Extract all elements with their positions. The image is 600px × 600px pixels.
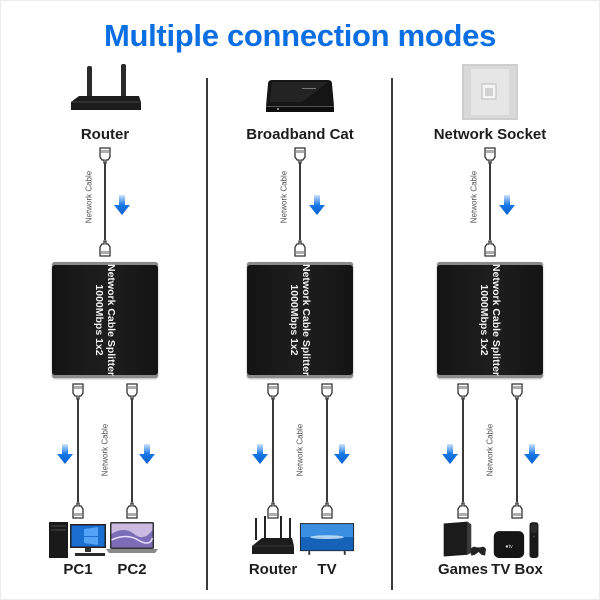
cable-label: Network Cable	[279, 170, 289, 224]
splitter-label-line2: 1000Mbps 1x2	[93, 284, 105, 356]
network-cable-line	[272, 399, 274, 502]
output-device-label: TV	[317, 561, 337, 578]
svg-text:●tv: ●tv	[505, 544, 513, 550]
splitter-label-line1: Network Cable Splitter	[490, 263, 502, 377]
rj45-connector-icon	[98, 239, 112, 257]
cable-label: Network Cable	[84, 170, 94, 224]
output-device-label: PC2	[117, 561, 147, 578]
cable-label: Network Cable	[469, 170, 479, 224]
column-divider	[206, 78, 208, 590]
network-cable-line	[104, 163, 106, 240]
arrow-down-icon	[524, 444, 540, 464]
page-title: Multiple connection modes	[103, 18, 497, 53]
network-cable-line	[462, 399, 464, 502]
tv-box-icon: ●tv	[492, 520, 542, 567]
desktop-pc-icon	[48, 520, 108, 565]
network-cable-line	[516, 399, 518, 502]
column-divider	[391, 78, 393, 590]
splitter-label-line1: Network Cable Splitter	[300, 263, 312, 377]
cable-label: Network Cable	[100, 423, 110, 477]
arrow-down-icon	[499, 195, 515, 215]
source-device-label: Broadband Cat	[246, 126, 354, 143]
rj45-connector-icon	[510, 501, 524, 519]
rj45-connector-icon	[456, 501, 470, 519]
arrow-down-icon	[114, 195, 130, 215]
game-console-icon	[440, 520, 486, 565]
broadband-modem-icon	[262, 76, 338, 121]
arrow-down-icon	[309, 195, 325, 215]
cable-label: Network Cable	[295, 423, 305, 477]
arrow-down-icon	[139, 444, 155, 464]
splitter-label-line2: 1000Mbps 1x2	[288, 284, 300, 356]
rj45-connector-icon	[293, 239, 307, 257]
arrow-down-icon	[252, 444, 268, 464]
source-device-label: Network Socket	[433, 126, 547, 143]
network-cable-line	[489, 163, 491, 240]
network-cable-line	[299, 163, 301, 240]
router-icon	[250, 516, 296, 565]
cable-label: Network Cable	[485, 423, 495, 477]
tv-icon	[299, 520, 355, 563]
router-icon	[65, 64, 145, 123]
wall-socket-icon	[462, 64, 518, 125]
arrow-down-icon	[442, 444, 458, 464]
rj45-connector-icon	[483, 239, 497, 257]
output-device-label: Router	[248, 561, 298, 578]
arrow-down-icon	[334, 444, 350, 464]
arrow-down-icon	[57, 444, 73, 464]
splitter-label-line2: 1000Mbps 1x2	[478, 284, 490, 356]
network-cable-line	[131, 399, 133, 502]
output-device-label: PC1	[63, 561, 93, 578]
source-device-label: Router	[80, 126, 130, 143]
splitter-label-line1: Network Cable Splitter	[105, 263, 117, 377]
output-device-label: Games	[437, 561, 489, 578]
rj45-connector-icon	[320, 501, 334, 519]
laptop-icon	[104, 520, 160, 561]
rj45-connector-icon	[125, 501, 139, 519]
network-cable-line	[77, 399, 79, 502]
rj45-connector-icon	[71, 501, 85, 519]
output-device-label: TV Box	[491, 561, 543, 578]
network-cable-line	[326, 399, 328, 502]
